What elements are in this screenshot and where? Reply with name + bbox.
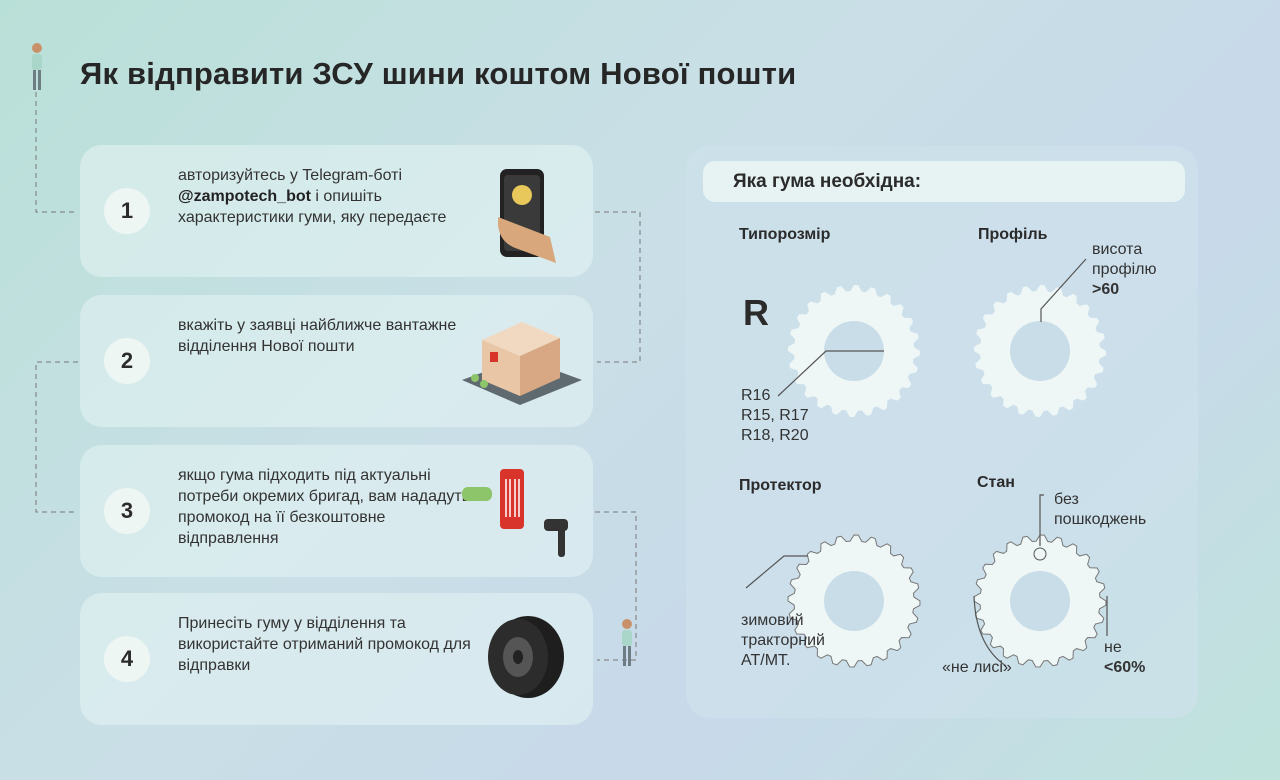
step-text: авторизуйтесь у Telegram-боті@zampotech_… (178, 167, 447, 226)
step-card-3: 3 якщо гума підходить під актуальні потр… (80, 445, 593, 577)
tread-label: Протектор (739, 477, 822, 494)
condition-top-note: без пошкоджень (1054, 491, 1147, 528)
step-number: 1 (104, 188, 150, 234)
size-label: Типорозмір (739, 226, 831, 243)
panel-heading: Яка гума необхідна: (703, 161, 1185, 202)
phone-icon (497, 167, 558, 272)
profile-gear-hub (1010, 321, 1070, 381)
promo-code-scan-icon (462, 467, 572, 567)
radius-letter: R (743, 292, 769, 333)
tread-leader (745, 555, 808, 589)
tread-gear-hub (824, 571, 884, 631)
person-figure-icon (28, 42, 46, 99)
profile-label: Профіль (978, 226, 1048, 243)
page-title: Як відправити ЗСУ шини коштом Нової пошт… (80, 56, 797, 91)
post-office-building-icon (460, 310, 584, 410)
step-card-4: 4 Принесіть гуму у відділення та викорис… (80, 593, 593, 725)
step-text: вкажіть у заявці найближче вантажне відд… (178, 317, 457, 355)
person-figure-icon (618, 618, 636, 675)
step-text: Принесіть гуму у відділення та використа… (178, 615, 471, 674)
profile-leader (1040, 258, 1087, 322)
step-number: 4 (104, 636, 150, 682)
profile-gear (974, 285, 1106, 417)
step-number: 3 (104, 488, 150, 534)
step-text: якщо гума підходить під актуальні потреб… (178, 467, 471, 547)
condition-left-leader (973, 595, 1007, 667)
condition-top-leader (1039, 494, 1044, 546)
tire-icon (482, 613, 567, 706)
condition-gear (973, 534, 1107, 668)
damage-marker (1033, 547, 1047, 561)
condition-left-note: «не лисі» (942, 659, 1012, 676)
condition-label: Стан (977, 474, 1015, 491)
step-card-2: 2 вкажіть у заявці найближче вантажне ві… (80, 295, 593, 427)
bot-handle: @zampotech_bot (178, 188, 311, 205)
step-number: 2 (104, 338, 150, 384)
condition-gear-hub (1010, 571, 1070, 631)
profile-note: висота профілю (1092, 241, 1157, 278)
size-gear-hub (824, 321, 884, 381)
step-card-1: 1 авторизуйтесь у Telegram-боті@zampotec… (80, 145, 593, 277)
profile-value: >60 (1092, 281, 1120, 298)
condition-right-note: не<60% (1104, 639, 1146, 676)
